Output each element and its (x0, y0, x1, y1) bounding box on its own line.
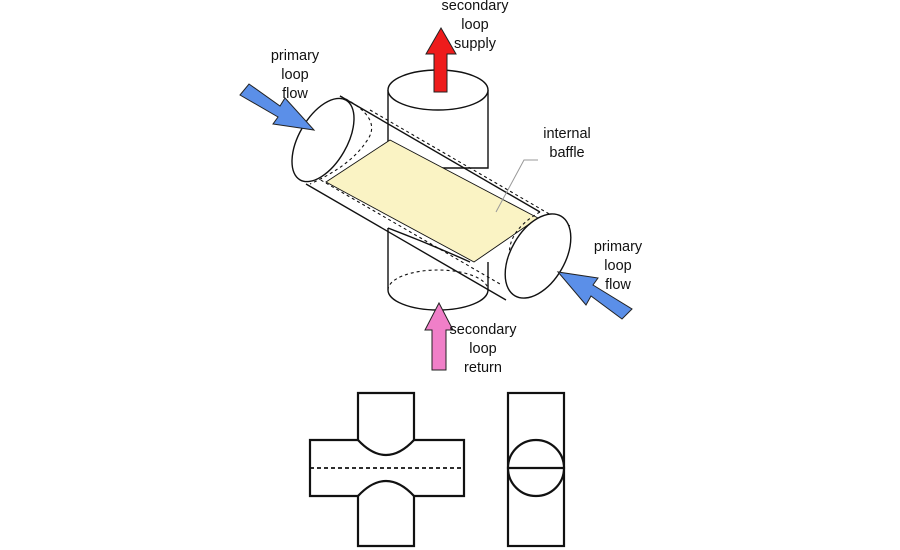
secondary-return-arrow (424, 301, 454, 371)
secondary-return-label: secondary loop return (449, 322, 517, 376)
primary-right-label: primary loop flow (593, 239, 643, 293)
secondary-supply-label: secondary loop supply (441, 0, 509, 52)
primary-pipe-hidden-top (369, 109, 571, 227)
primary-pipe-hidden-bottom (299, 167, 501, 285)
primary-pipe-hidden-left-end (309, 95, 373, 185)
front-view-lower-saddle (357, 480, 415, 497)
side-view (506, 391, 566, 548)
secondary-supply-arrow (425, 26, 457, 93)
secondary-return-pipe (387, 228, 489, 290)
baffle-leader-line (495, 159, 538, 213)
isometric-view (239, 26, 633, 371)
front-view (308, 391, 466, 548)
secondary-return-pipe-hidden (387, 269, 489, 291)
primary-left-arrow (239, 83, 316, 131)
primary-left-label: primary loop flow (270, 48, 320, 102)
primary-pipe-lower-edge (387, 227, 471, 263)
primary-right-arrow (556, 271, 633, 320)
front-view-upper-saddle (357, 439, 415, 456)
baffle-label: internal baffle (543, 126, 591, 161)
primary-pipe-right-end (504, 213, 572, 299)
front-view-outline (308, 391, 466, 548)
